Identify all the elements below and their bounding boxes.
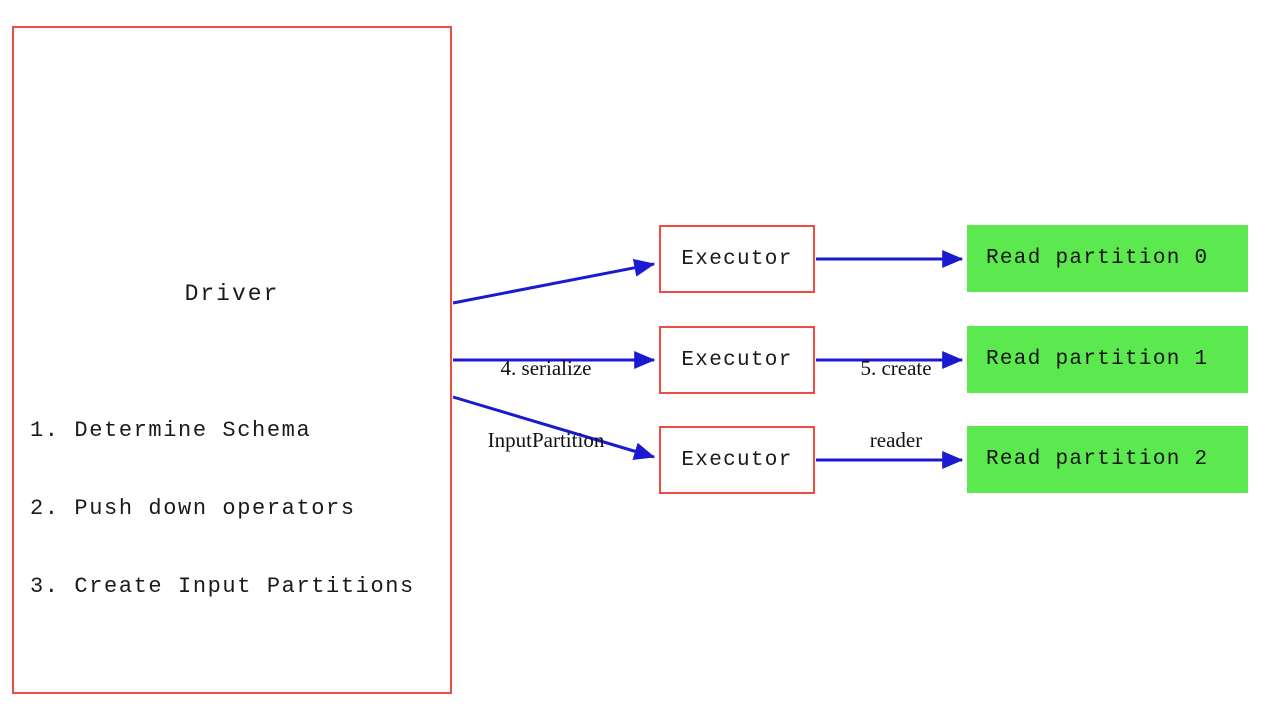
edge-label-serialize-line1: 4. serialize xyxy=(500,356,592,380)
executor-label-2: Executor xyxy=(681,448,793,472)
driver-step-3: 3. Create Input Partitions xyxy=(30,574,415,599)
partition-box-2: Read partition 2 xyxy=(967,426,1248,493)
edge-label-create-reader-line1: 5. create xyxy=(860,356,932,380)
driver-step-2: 2. Push down operators xyxy=(30,496,356,521)
driver-step-1: 1. Determine Schema xyxy=(30,418,312,443)
partition-label-1: Read partition 1 xyxy=(986,348,1209,371)
executor-box-0: Executor xyxy=(659,225,815,293)
driver-step-list: 1. Determine Schema 2. Push down operato… xyxy=(30,366,415,652)
partition-box-0: Read partition 0 xyxy=(967,225,1248,292)
edge-label-create-reader-line2: reader xyxy=(869,428,923,452)
edge-label-serialize: 4. serialize InputPartition xyxy=(455,308,637,500)
partition-label-2: Read partition 2 xyxy=(986,448,1209,471)
partition-box-1: Read partition 1 xyxy=(967,326,1248,393)
edge-label-create-reader: 5. create reader xyxy=(831,308,961,500)
driver-box: Driver 1. Determine Schema 2. Push down … xyxy=(12,26,452,694)
partition-label-0: Read partition 0 xyxy=(986,247,1209,270)
edge-label-serialize-line2: InputPartition xyxy=(487,428,605,452)
driver-title: Driver xyxy=(184,281,280,307)
executor-box-1: Executor xyxy=(659,326,815,394)
executor-box-2: Executor xyxy=(659,426,815,494)
executor-label-0: Executor xyxy=(681,247,793,271)
arrow-driver-to-executor-0 xyxy=(452,258,656,305)
executor-label-1: Executor xyxy=(681,348,793,372)
